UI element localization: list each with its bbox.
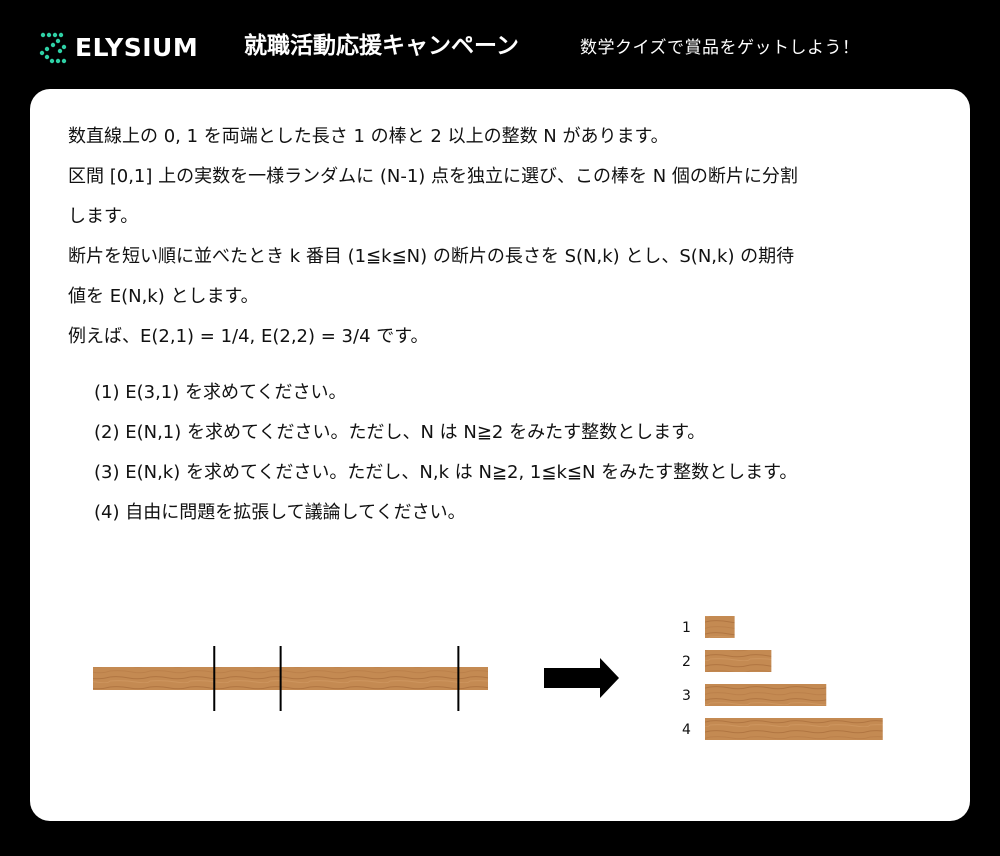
- problem-line: 数直線上の 0, 1 を両端とした長さ 1 の棒と 2 以上の整数 N がありま…: [68, 126, 669, 147]
- question-item: (1) E(3,1) を求めてください。: [94, 382, 347, 403]
- question-item: (3) E(N,k) を求めてください。ただし、N,k は N≧2, 1≦k≦N…: [94, 462, 798, 483]
- piece-label: 1: [682, 620, 691, 636]
- elysium-logo-icon: [39, 32, 67, 64]
- piece-bar: [705, 616, 735, 638]
- piece-label: 2: [682, 654, 691, 670]
- piece-bar: [705, 684, 827, 706]
- question-item: (4) 自由に問題を拡張して議論してください。: [94, 502, 466, 523]
- campaign-title: 就職活動応援キャンペーン: [244, 33, 519, 59]
- problem-card: 数直線上の 0, 1 を両端とした長さ 1 の棒と 2 以上の整数 N がありま…: [30, 89, 970, 821]
- problem-line: 値を E(N,k) とします。: [68, 286, 259, 307]
- problem-line: 断片を短い順に並べたとき k 番目 (1≦k≦N) の断片の長さを S(N,k)…: [68, 246, 795, 267]
- top-bar: ELYSIUM 就職活動応援キャンペーン 数学クイズで賞品をゲットしよう！: [0, 0, 1000, 90]
- stick-figure: 1 2 3 4: [93, 616, 883, 740]
- piece-label: 3: [682, 688, 691, 704]
- stick: [93, 667, 488, 690]
- piece-bar: [705, 650, 772, 672]
- problem-line: 例えば、E(2,1) = 1/4, E(2,2) = 3/4 です。: [68, 326, 429, 347]
- arrow-right-icon: [544, 658, 619, 698]
- piece-bar: [705, 718, 883, 740]
- problem-line: します。: [68, 206, 139, 227]
- logo-text: ELYSIUM: [75, 33, 199, 62]
- problem-statement: 数直線上の 0, 1 を両端とした長さ 1 の棒と 2 以上の整数 N がありま…: [68, 117, 938, 357]
- logo: ELYSIUM: [38, 31, 198, 65]
- question-item: (2) E(N,1) を求めてください。ただし、N は N≧2 をみたす整数とし…: [94, 422, 706, 443]
- question-list: (1) E(3,1) を求めてください。 (2) E(N,1) を求めてください…: [94, 373, 954, 533]
- campaign-subtitle: 数学クイズで賞品をゲットしよう！: [580, 38, 860, 58]
- problem-line: 区間 [0,1] 上の実数を一様ランダムに (N-1) 点を独立に選び、この棒を…: [68, 166, 798, 187]
- piece-label: 4: [682, 722, 691, 738]
